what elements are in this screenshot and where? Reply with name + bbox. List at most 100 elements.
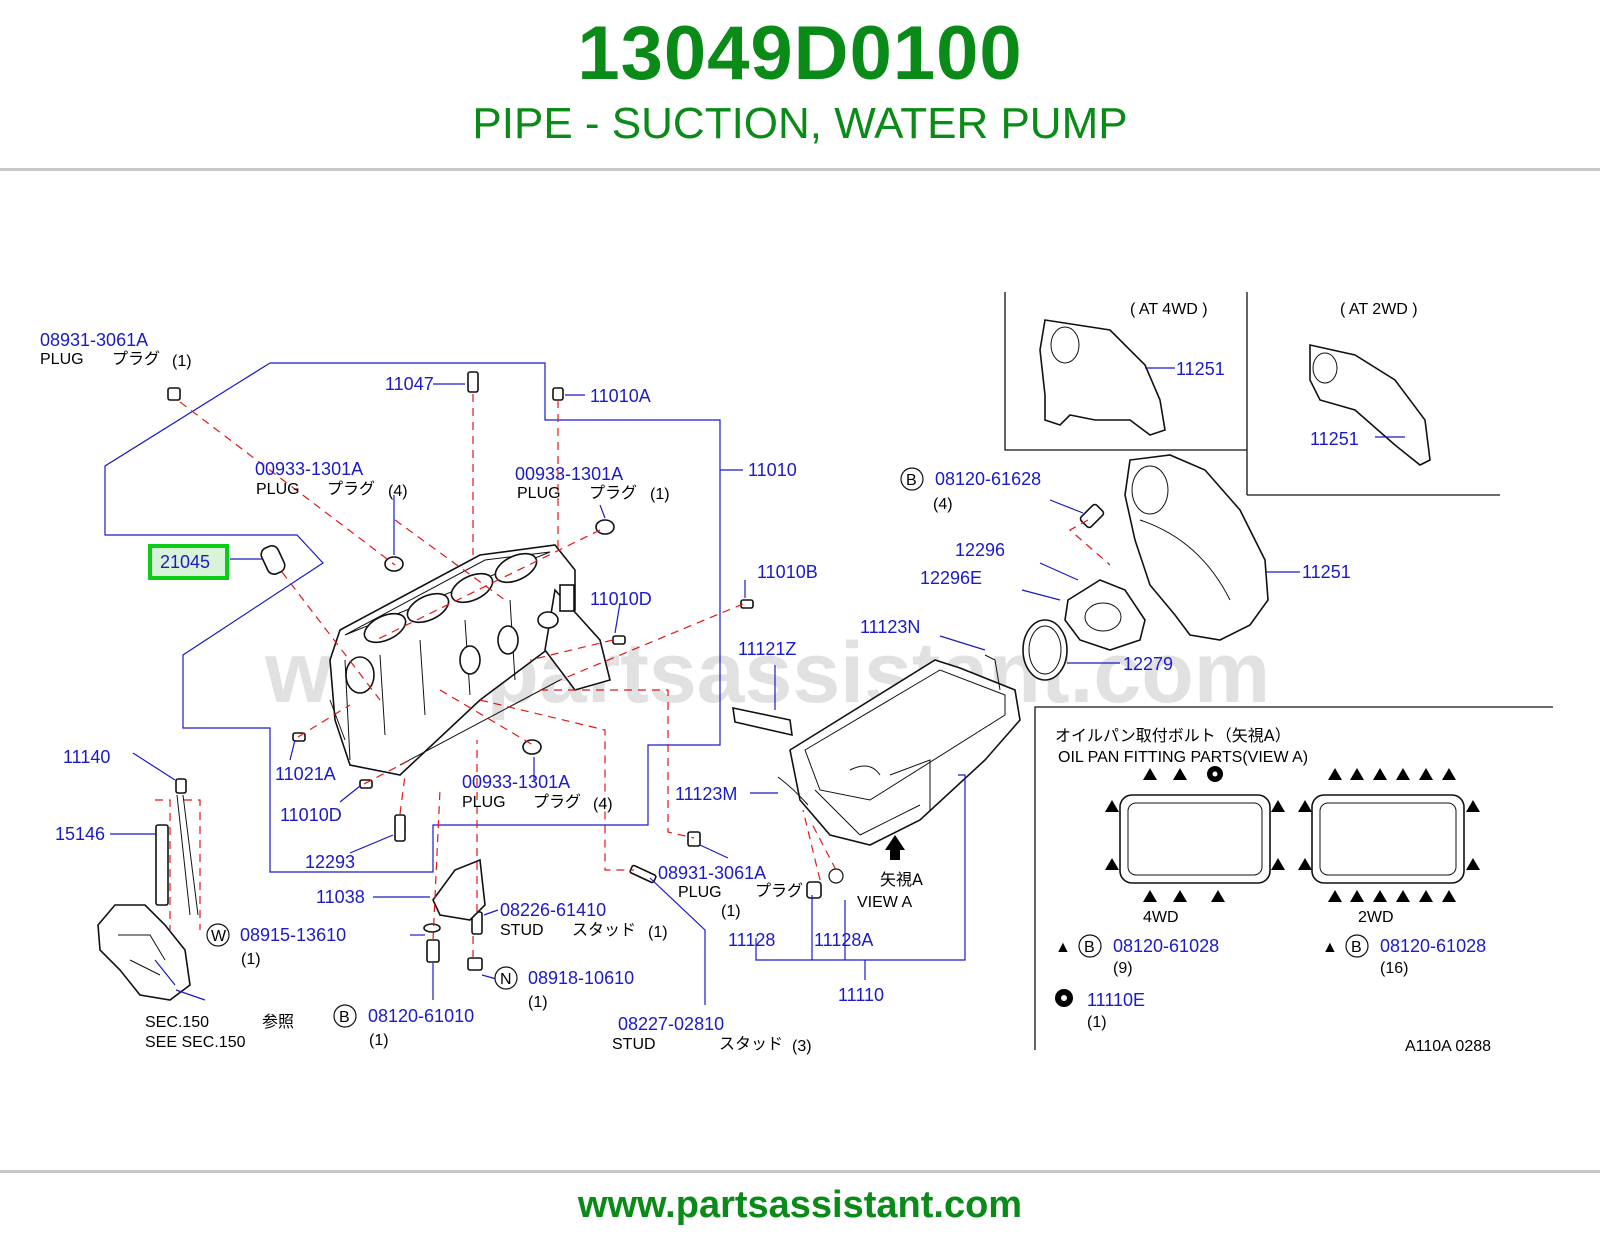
label-11123m: 11123M — [675, 784, 737, 804]
label-08931-3061a-top: 08931-3061A — [40, 330, 148, 350]
label-08931-3061a-b: 08931-3061A — [658, 863, 766, 883]
label-plug-top-jp: プラグ — [112, 349, 160, 368]
panel-title-en: OIL PAN FITTING PARTS(VIEW A) — [1058, 749, 1308, 766]
badge-n — [494, 966, 518, 990]
label-view-a: VIEW A — [857, 894, 912, 911]
label-sec150-jp: 参照 — [262, 1012, 294, 1031]
label-00933-b-name: PLUG — [517, 485, 561, 502]
oil-pan-fitting-panel — [1034, 706, 1553, 1050]
label-11128: 11128 — [728, 930, 775, 950]
label-08120-61010: 08120-61010 — [368, 1006, 474, 1026]
header-divider — [0, 168, 1600, 171]
label-08120-61628-qty: (4) — [933, 496, 953, 513]
label-08227-02810: 08227-02810 — [618, 1014, 724, 1034]
label-08918-10610: 08918-10610 — [528, 968, 634, 988]
label-00933-a-qty: (4) — [388, 483, 408, 500]
label-11010b: 11010B — [757, 562, 818, 582]
label-08226-61410: 08226-61410 — [500, 900, 606, 920]
label-12296: 12296 — [955, 540, 1005, 560]
label-00933-a-name: PLUG — [256, 481, 300, 498]
small-hardware — [155, 371, 754, 971]
label-12296e: 12296E — [920, 568, 982, 588]
label-00933-b: 00933-1301A — [515, 464, 623, 484]
label-11128a: 11128A — [814, 930, 873, 950]
label-11038: 11038 — [316, 887, 365, 907]
marker-bolt-4wd: ▲ — [1055, 939, 1071, 956]
badge-n-letter: N — [500, 971, 512, 988]
label-stud-08226: STUD — [500, 922, 544, 939]
label-view-a-jp: 矢視A — [880, 870, 923, 889]
label-08915-13610: 08915-13610 — [240, 925, 346, 945]
leaders-left — [110, 383, 746, 1005]
footer-url[interactable]: www.partsassistant.com — [577, 1184, 1023, 1226]
label-plug-08931-b: PLUG — [678, 884, 722, 901]
oil-pan — [732, 654, 1021, 899]
label-11110e-qty: (1) — [1087, 1014, 1107, 1031]
label-plug-top: PLUG — [40, 351, 84, 368]
label-00933-c: 00933-1301A — [462, 772, 570, 792]
label-sec150: SEC.150 — [145, 1014, 209, 1031]
label-00933-a-jp: プラグ — [327, 479, 375, 498]
label-stud-08227-qty: (3) — [792, 1038, 812, 1055]
label-11140: 11140 — [63, 747, 110, 767]
badge-w-letter: W — [211, 928, 227, 945]
label-at-4wd: ( AT 4WD ) — [1130, 301, 1208, 318]
label-11010d-a: 11010D — [590, 589, 652, 609]
label-11010: 11010 — [748, 460, 797, 480]
badge-b-4wd — [1078, 934, 1102, 958]
cylinder-block — [329, 544, 611, 776]
label-stud-08226-qty: (1) — [648, 924, 668, 941]
label-11123n: 11123N — [860, 617, 920, 637]
label-11021a: 11021A — [275, 764, 336, 784]
oil-pump-housing — [97, 904, 191, 1001]
badge-b-2wd-letter: B — [1351, 939, 1362, 956]
label-11047: 11047 — [385, 374, 434, 394]
label-12293: 12293 — [305, 852, 355, 872]
label-08120-61628: 08120-61628 — [935, 469, 1041, 489]
label-11010a: 11010A — [590, 386, 651, 406]
badge-b-61628-letter: B — [906, 472, 917, 489]
figure-code: A110A 0288 — [1405, 1038, 1491, 1055]
leaders-right — [1021, 367, 1405, 664]
label-see-sec150: SEE SEC.150 — [145, 1034, 246, 1051]
label-00933-c-qty: (4) — [593, 796, 613, 813]
assembly-lines-left — [155, 394, 744, 958]
badge-b-61010 — [333, 1004, 357, 1028]
part-title: PIPE - SUCTION, WATER PUMP — [472, 99, 1128, 148]
label-08120-61028-4wd-qty: (9) — [1113, 960, 1133, 977]
footer-divider — [0, 1170, 1600, 1173]
label-08120-61010-qty: (1) — [369, 1032, 389, 1049]
label-08918-qty: (1) — [528, 994, 548, 1011]
panel-title-jp: オイルパン取付ボルト（矢視A） — [1055, 726, 1291, 745]
label-08915-qty: (1) — [241, 951, 261, 968]
badge-b-61010-letter: B — [339, 1009, 350, 1026]
block-group-outline — [104, 362, 721, 873]
label-plug-08931-b-jp: プラグ — [755, 881, 803, 900]
label-08120-61028-4wd: 08120-61028 — [1113, 936, 1219, 956]
part-number: 13049D0100 — [577, 11, 1023, 96]
label-11251-at2wd: 11251 — [1310, 429, 1359, 449]
label-11251-main: 11251 — [1302, 562, 1351, 582]
leaders-middle — [750, 635, 986, 980]
badge-b-61628 — [900, 467, 924, 491]
label-00933-c-name: PLUG — [462, 794, 506, 811]
water-pump-suction-pipe-21045 — [260, 545, 286, 575]
label-00933-c-jp: プラグ — [533, 792, 581, 811]
badge-b-2wd — [1345, 934, 1369, 958]
label-stud-08227: STUD — [612, 1036, 656, 1053]
label-08120-61028-2wd: 08120-61028 — [1380, 936, 1486, 956]
label-4wd: 4WD — [1143, 909, 1179, 926]
marker-bolt-2wd: ▲ — [1322, 939, 1338, 956]
label-11121z: 11121Z — [738, 639, 796, 659]
label-stud-08227-jp: スタッド — [719, 1034, 783, 1053]
label-00933-a: 00933-1301A — [255, 459, 363, 479]
label-00933-b-jp: プラグ — [589, 483, 637, 502]
rear-plate-group — [1004, 292, 1500, 681]
label-11251-at4wd: 11251 — [1176, 359, 1225, 379]
label-2wd: 2WD — [1358, 909, 1394, 926]
badge-b-4wd-letter: B — [1084, 939, 1095, 956]
label-stud-08226-jp: スタッド — [572, 920, 636, 939]
label-11010d-b: 11010D — [280, 805, 342, 825]
label-00933-b-qty: (1) — [650, 486, 670, 503]
